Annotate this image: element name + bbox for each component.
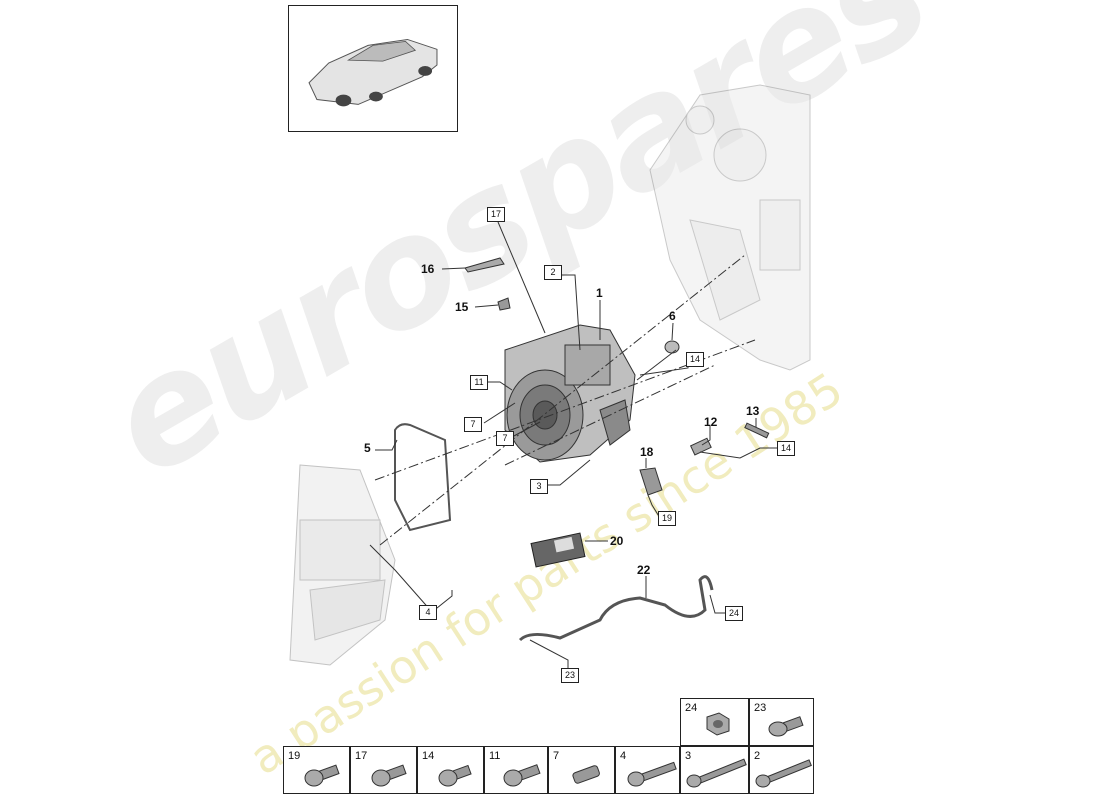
fastener-cell-7: 7 <box>548 746 615 794</box>
fastener-cell-4: 4 <box>615 746 680 794</box>
callout-6: 6 <box>669 309 676 323</box>
long-stud-bolt-icon <box>686 758 747 788</box>
boxed-callout-2: 2 <box>544 265 562 280</box>
car-icon <box>308 38 438 107</box>
fastener-cell-3: 3 <box>680 746 749 794</box>
fastener-cell-2: 2 <box>749 746 814 794</box>
fastener-cell-23: 23 <box>749 698 814 746</box>
flange-nut-icon <box>706 712 730 736</box>
callout-5: 5 <box>364 441 371 455</box>
torx-bolt-icon <box>304 764 340 787</box>
bracket-18 <box>639 467 663 496</box>
torx-bolt-icon <box>503 764 541 787</box>
callout-13: 13 <box>746 404 760 418</box>
transmission-case <box>289 464 396 666</box>
vehicle-thumbnail <box>288 5 458 132</box>
set-screw-icon <box>572 765 600 784</box>
flange-bolt-long-icon <box>627 761 677 787</box>
boxed-callout-7a: 7 <box>464 417 482 432</box>
boxed-callout-7b: 7 <box>496 431 514 446</box>
long-stud-bolt-icon <box>755 759 812 788</box>
boxed-callout-24: 24 <box>725 606 744 621</box>
callout-20: 20 <box>610 534 624 548</box>
bolt-13 <box>744 422 770 439</box>
boxed-callout-23: 23 <box>561 668 580 683</box>
engine-block <box>649 84 811 371</box>
boxed-callout-14b: 14 <box>777 441 796 456</box>
boxed-callout-14a: 14 <box>686 352 705 367</box>
callout-22: 22 <box>637 563 651 577</box>
fastener-cell-11: 11 <box>484 746 548 794</box>
sensor-strip <box>464 257 505 273</box>
torx-bolt-icon <box>371 764 407 787</box>
fastener-cell-19: 19 <box>283 746 350 794</box>
plug <box>664 340 680 354</box>
callout-16: 16 <box>421 262 435 276</box>
torx-bolt-icon <box>438 764 472 787</box>
callout-18: 18 <box>640 445 654 459</box>
callout-15: 15 <box>455 300 469 314</box>
fastener-cell-24: 24 <box>680 698 749 746</box>
gasket <box>394 423 452 532</box>
callout-1: 1 <box>596 286 603 300</box>
boxed-callout-19: 19 <box>658 511 677 526</box>
fastener-cell-17: 17 <box>350 746 417 794</box>
wiring-harness <box>518 575 714 642</box>
boxed-callout-17: 17 <box>487 207 506 222</box>
callout-12: 12 <box>704 415 718 429</box>
boxed-callout-11: 11 <box>470 375 488 390</box>
clip <box>497 297 511 311</box>
boxed-callout-3: 3 <box>530 479 548 494</box>
flange-bolt-icon <box>768 716 804 737</box>
fastener-cell-14: 14 <box>417 746 484 794</box>
boxed-callout-4: 4 <box>419 605 437 620</box>
